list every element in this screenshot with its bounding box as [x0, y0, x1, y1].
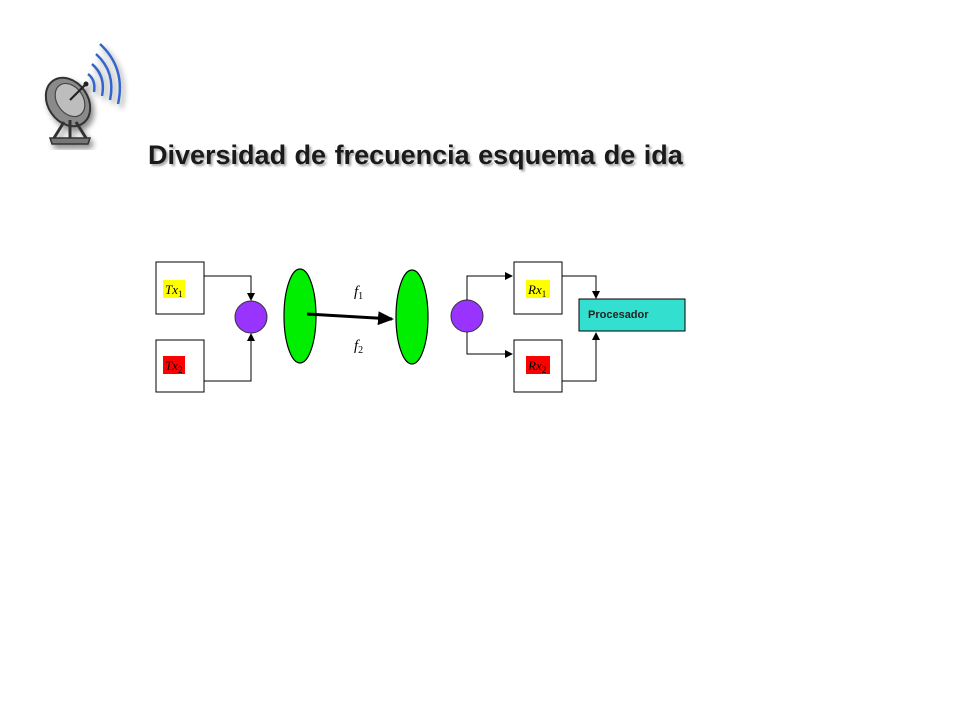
rx-antenna [395, 269, 429, 365]
slide-title: Diversidad de frecuencia esquema de ida [148, 140, 683, 170]
transmission-arrow [306, 311, 394, 326]
rx1-label: Rx1 [527, 282, 546, 299]
tx2-label: Tx2 [165, 358, 183, 375]
rx1-connector [466, 272, 513, 300]
rx2-label-background [526, 356, 550, 374]
f2-label: f2 [354, 338, 363, 356]
tx1-block: Tx1 [155, 261, 205, 315]
satellite-dish-icon [44, 43, 122, 145]
processor-label: Procesador [588, 309, 649, 321]
rx2-connector [466, 332, 513, 358]
rx1-processor-connector [562, 275, 600, 299]
processor-block: Procesador [578, 298, 686, 332]
tx1-connector [204, 275, 255, 301]
f1-label: f1 [354, 284, 363, 302]
rx1-label-background [526, 280, 550, 298]
rx2-label: Rx2 [527, 358, 546, 375]
tx2-block: Tx2 [155, 339, 205, 393]
rx2-processor-connector [562, 332, 600, 382]
rx1-block: Rx1 [513, 261, 563, 315]
tx-antenna [283, 268, 317, 364]
tx1-label: Tx1 [165, 282, 183, 299]
tx-combiner [234, 300, 268, 334]
tx1-label-background [163, 280, 185, 298]
tx2-connector [204, 333, 255, 382]
tx2-label-background [163, 356, 185, 374]
rx2-block: Rx2 [513, 339, 563, 393]
rx-splitter [450, 299, 484, 333]
